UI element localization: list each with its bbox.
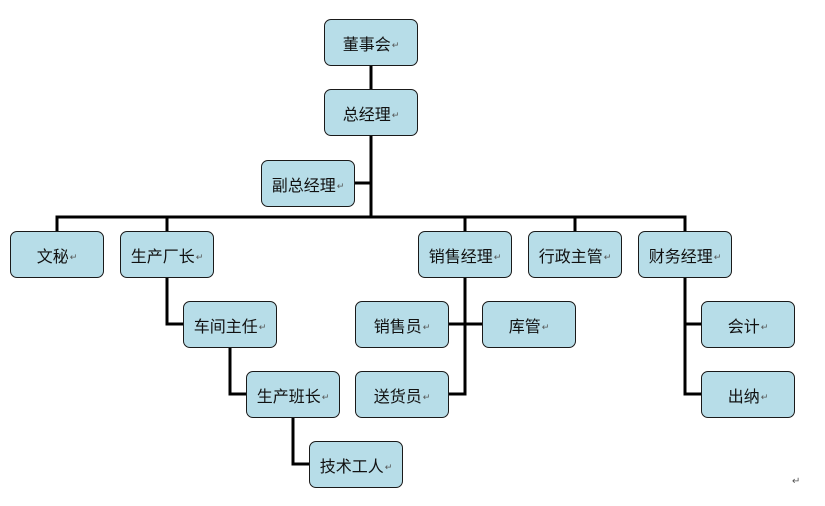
paragraph-mark: ↵ [422, 392, 431, 403]
paragraph-mark: ↵ [69, 252, 78, 263]
node-finance-manager-label: 财务经理 [648, 246, 713, 266]
node-secretary-label: 文秘 [36, 246, 69, 266]
node-board-label: 董事会 [342, 34, 391, 54]
node-factory-director: 生产厂长↵ [120, 231, 214, 278]
node-accountant-label: 会计 [727, 316, 760, 336]
connector-team-technician [291, 415, 311, 466]
connector-workshop-team [228, 345, 248, 396]
node-admin-supervisor: 行政主管↵ [528, 231, 622, 278]
paragraph-mark: ↵ [391, 110, 400, 121]
node-cashier: 出纳↵ [701, 371, 795, 418]
paragraph-mark: ↵ [422, 322, 431, 333]
document-end-paragraph-mark: ↵ [792, 476, 801, 487]
node-team-leader-label: 生产班长 [256, 386, 321, 406]
node-board: 董事会↵ [324, 19, 418, 66]
connector-factory-workshop [165, 276, 185, 326]
paragraph-mark: ↵ [541, 322, 550, 333]
node-admin-supervisor-label: 行政主管 [538, 246, 603, 266]
paragraph-mark: ↵ [713, 252, 722, 263]
paragraph-mark: ↵ [760, 322, 769, 333]
paragraph-mark: ↵ [391, 40, 400, 51]
paragraph-mark: ↵ [603, 252, 612, 263]
node-deputy-gm: 副总经理↵ [261, 160, 355, 207]
node-salesperson: 销售员↵ [355, 301, 449, 348]
node-warehouse: 库管↵ [482, 301, 576, 348]
node-technician-label: 技术工人 [319, 456, 384, 476]
paragraph-mark: ↵ [195, 252, 204, 263]
paragraph-mark: ↵ [760, 392, 769, 403]
paragraph-mark: ↵ [321, 392, 330, 403]
node-delivery: 送货员↵ [355, 371, 449, 418]
paragraph-mark: ↵ [258, 322, 267, 333]
node-factory-director-label: 生产厂长 [130, 246, 195, 266]
paragraph-mark: ↵ [384, 462, 393, 473]
node-warehouse-label: 库管 [508, 316, 541, 336]
node-sales-manager-label: 销售经理 [428, 246, 493, 266]
node-delivery-label: 送货员 [373, 386, 422, 406]
node-general-manager-label: 总经理 [342, 104, 391, 124]
node-workshop-director-label: 车间主任 [193, 316, 258, 336]
node-technician: 技术工人↵ [309, 441, 403, 488]
node-cashier-label: 出纳 [727, 386, 760, 406]
paragraph-mark: ↵ [493, 252, 502, 263]
node-secretary: 文秘↵ [10, 231, 104, 278]
paragraph-mark: ↵ [336, 181, 345, 192]
node-workshop-director: 车间主任↵ [183, 301, 277, 348]
node-team-leader: 生产班长↵ [246, 371, 340, 418]
node-sales-manager: 销售经理↵ [418, 231, 512, 278]
node-general-manager: 总经理↵ [324, 89, 418, 136]
node-accountant: 会计↵ [701, 301, 795, 348]
node-salesperson-label: 销售员 [373, 316, 422, 336]
node-finance-manager: 财务经理↵ [638, 231, 732, 278]
node-deputy-gm-label: 副总经理 [271, 175, 336, 195]
